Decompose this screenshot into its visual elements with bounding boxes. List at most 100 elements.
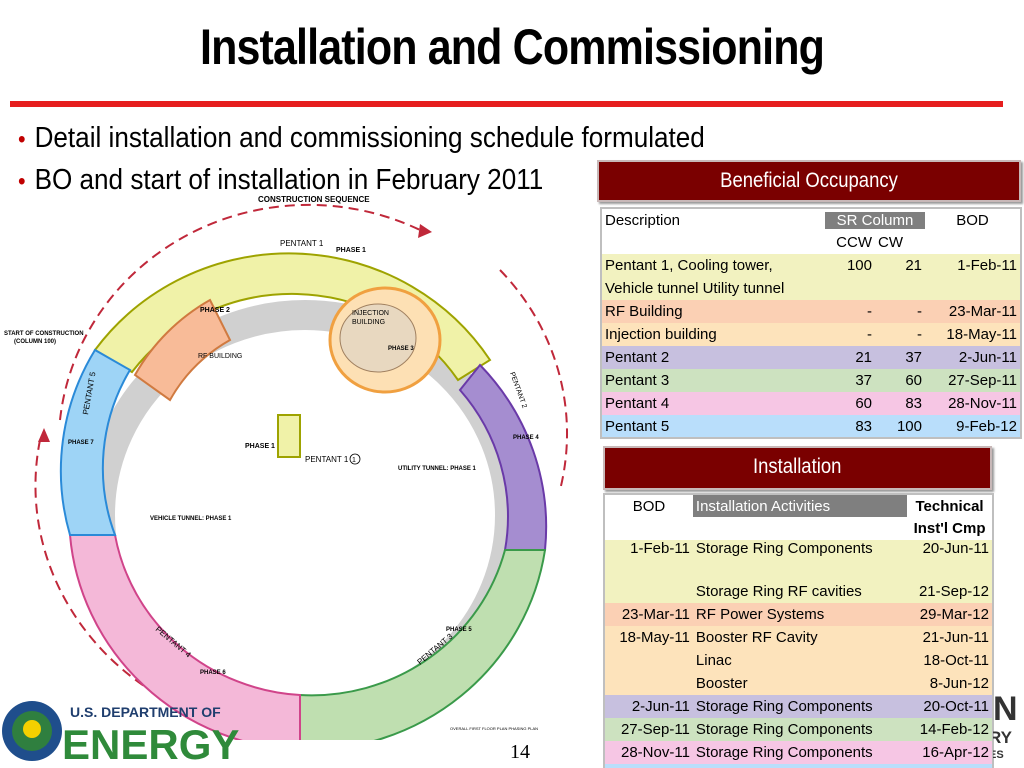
row-bod: 18-May-11 — [946, 326, 1017, 343]
row-bod: 18-May-11 — [619, 629, 690, 646]
col-description: Description — [605, 211, 681, 229]
row-bod: 9-Feb-12 — [604, 764, 693, 768]
pentant5-region — [59, 348, 132, 536]
col-technical: Technical — [915, 497, 984, 515]
svg-text:PHASE 2: PHASE 2 — [200, 307, 230, 314]
rf-building-region — [133, 298, 232, 402]
table-row: Pentant 5 83 100 9-Feb-12 — [601, 415, 1021, 438]
row-activity: Linac — [695, 652, 732, 669]
row-inst-cmp: 18-Oct-11 — [923, 652, 989, 669]
row-ccw: 60 — [855, 395, 872, 412]
row-cw: - — [917, 326, 922, 343]
svg-text:PHASE 7: PHASE 7 — [68, 440, 94, 446]
row-description: Pentant 1, Cooling tower, — [605, 257, 773, 274]
row-description: Pentant 3 — [605, 372, 670, 389]
row-ccw: 83 — [855, 417, 872, 435]
sequence-arrow-left — [34, 439, 151, 691]
row-inst-cmp: 16-Apr-12 — [922, 744, 989, 761]
svg-text:BUILDING: BUILDING — [352, 319, 385, 326]
col-bod: BOD — [956, 211, 989, 229]
installation-table: BOD Installation Activities Technical In… — [603, 493, 994, 768]
svg-text:PHASE 6: PHASE 6 — [200, 670, 226, 676]
bullet-list: Detail installation and commissioning sc… — [18, 118, 781, 202]
row-bod: 27-Sep-11 — [620, 721, 690, 738]
row-activity: Booster RF Cavity — [695, 629, 818, 646]
row-activity: Storage Ring Components — [695, 721, 873, 738]
row-bod: 28-Nov-11 — [948, 395, 1017, 412]
page-number: 14 — [510, 741, 530, 763]
doe-logo: U.S. DEPARTMENT OF ENERGY — [2, 701, 239, 768]
row-inst-cmp: 20-Oct-11 — [923, 698, 989, 715]
col-inst-cmp: Inst'l Cmp — [913, 520, 986, 537]
row-cw: 21 — [905, 257, 922, 274]
table-row: RF Building - - 23-Mar-11 — [601, 300, 1021, 323]
row-bod: 23-Mar-11 — [948, 303, 1017, 320]
row-cw: 37 — [905, 349, 922, 366]
sequence-arrow-right — [499, 269, 568, 491]
row-bod: 28-Nov-11 — [620, 744, 690, 761]
table-header-row: BOD Installation Activities Technical — [604, 494, 993, 517]
svg-text:PHASE 4: PHASE 4 — [513, 435, 539, 441]
installation-header: Installation — [603, 446, 992, 490]
row-activity: Booster — [695, 675, 748, 692]
row-inst-cmp: 20-Jun-11 — [922, 540, 989, 557]
construction-phasing-plan: CONSTRUCTION SEQUENCE START OF CONSTRUCT… — [4, 195, 568, 740]
row-description: RF Building — [605, 303, 683, 320]
row-bod: 2-Jun-11 — [631, 698, 690, 715]
row-activity: RF Power Systems — [695, 606, 825, 623]
sequence-arrow-top — [59, 203, 421, 421]
row-activity: Storage Ring Components — [695, 698, 873, 715]
row-activity: Storage Ring RF cavities — [695, 583, 862, 600]
table-subheader-row: Inst'l Cmp — [604, 517, 993, 540]
row-description: Pentant 5 — [605, 417, 670, 435]
row-activity: Storage Ring Components — [693, 764, 907, 768]
row-bod: 27-Sep-11 — [948, 372, 1017, 389]
svg-text:(COLUMN 100): (COLUMN 100) — [14, 339, 56, 345]
row-inst-cmp: 21-Sep-12 — [918, 583, 989, 600]
row-bod: 23-Mar-11 — [621, 606, 690, 623]
row-cw: 60 — [905, 372, 922, 389]
row-ccw: - — [867, 303, 872, 320]
row-cw: 83 — [905, 395, 922, 412]
table-row: 2-Jun-11 Storage Ring Components 20-Oct-11 — [604, 695, 993, 718]
svg-text:1: 1 — [352, 457, 356, 464]
row-ccw: 37 — [855, 372, 872, 389]
svg-text:OVERALL FIRST FLOOR PLAN PHASI: OVERALL FIRST FLOOR PLAN PHASING PLAN — [450, 726, 538, 731]
row-bod — [604, 580, 693, 603]
svg-text:CONSTRUCTION SEQUENCE: CONSTRUCTION SEQUENCE — [258, 195, 370, 204]
row-bod: 2-Jun-11 — [958, 349, 1017, 366]
beneficial-occupancy-table: Description SR Column BOD CCW CW Pentant… — [600, 207, 1022, 439]
svg-text:RF BUILDING: RF BUILDING — [198, 353, 242, 360]
table-row: Pentant 3 37 60 27-Sep-11 — [601, 369, 1021, 392]
svg-text:PHASE 5: PHASE 5 — [446, 627, 472, 633]
svg-text:U.S. DEPARTMENT OF: U.S. DEPARTMENT OF — [70, 704, 221, 720]
col-bod: BOD — [632, 497, 666, 515]
svg-text:ENERGY: ENERGY — [62, 721, 239, 768]
svg-text:PHASE 1: PHASE 1 — [245, 443, 275, 450]
row-cw: 100 — [896, 417, 922, 435]
row-activity: Storage Ring Components — [695, 540, 873, 557]
svg-text:INJECTION: INJECTION — [352, 310, 389, 317]
col-installation-activities: Installation Activities — [692, 494, 908, 517]
row-bod: 9-Feb-12 — [956, 417, 1017, 435]
table-subheader-row: CCW CW — [601, 231, 1021, 254]
row-bod — [604, 672, 693, 695]
svg-text:START OF CONSTRUCTION: START OF CONSTRUCTION — [4, 331, 84, 337]
row-description: Pentant 4 — [605, 395, 670, 412]
row-description: Injection building — [605, 326, 717, 343]
row-cw: - — [917, 303, 922, 320]
col-sr-column: SR Column — [825, 211, 925, 229]
pentant3-region — [299, 549, 547, 740]
col-ccw: CCW — [836, 234, 872, 251]
bullet-item: BO and start of installation in February… — [18, 160, 705, 202]
pentant1-region — [93, 252, 492, 382]
bullet-item: Detail installation and commissioning sc… — [18, 118, 705, 160]
table-row-continued: Vehicle tunnel Utility tunnel — [601, 277, 1021, 300]
